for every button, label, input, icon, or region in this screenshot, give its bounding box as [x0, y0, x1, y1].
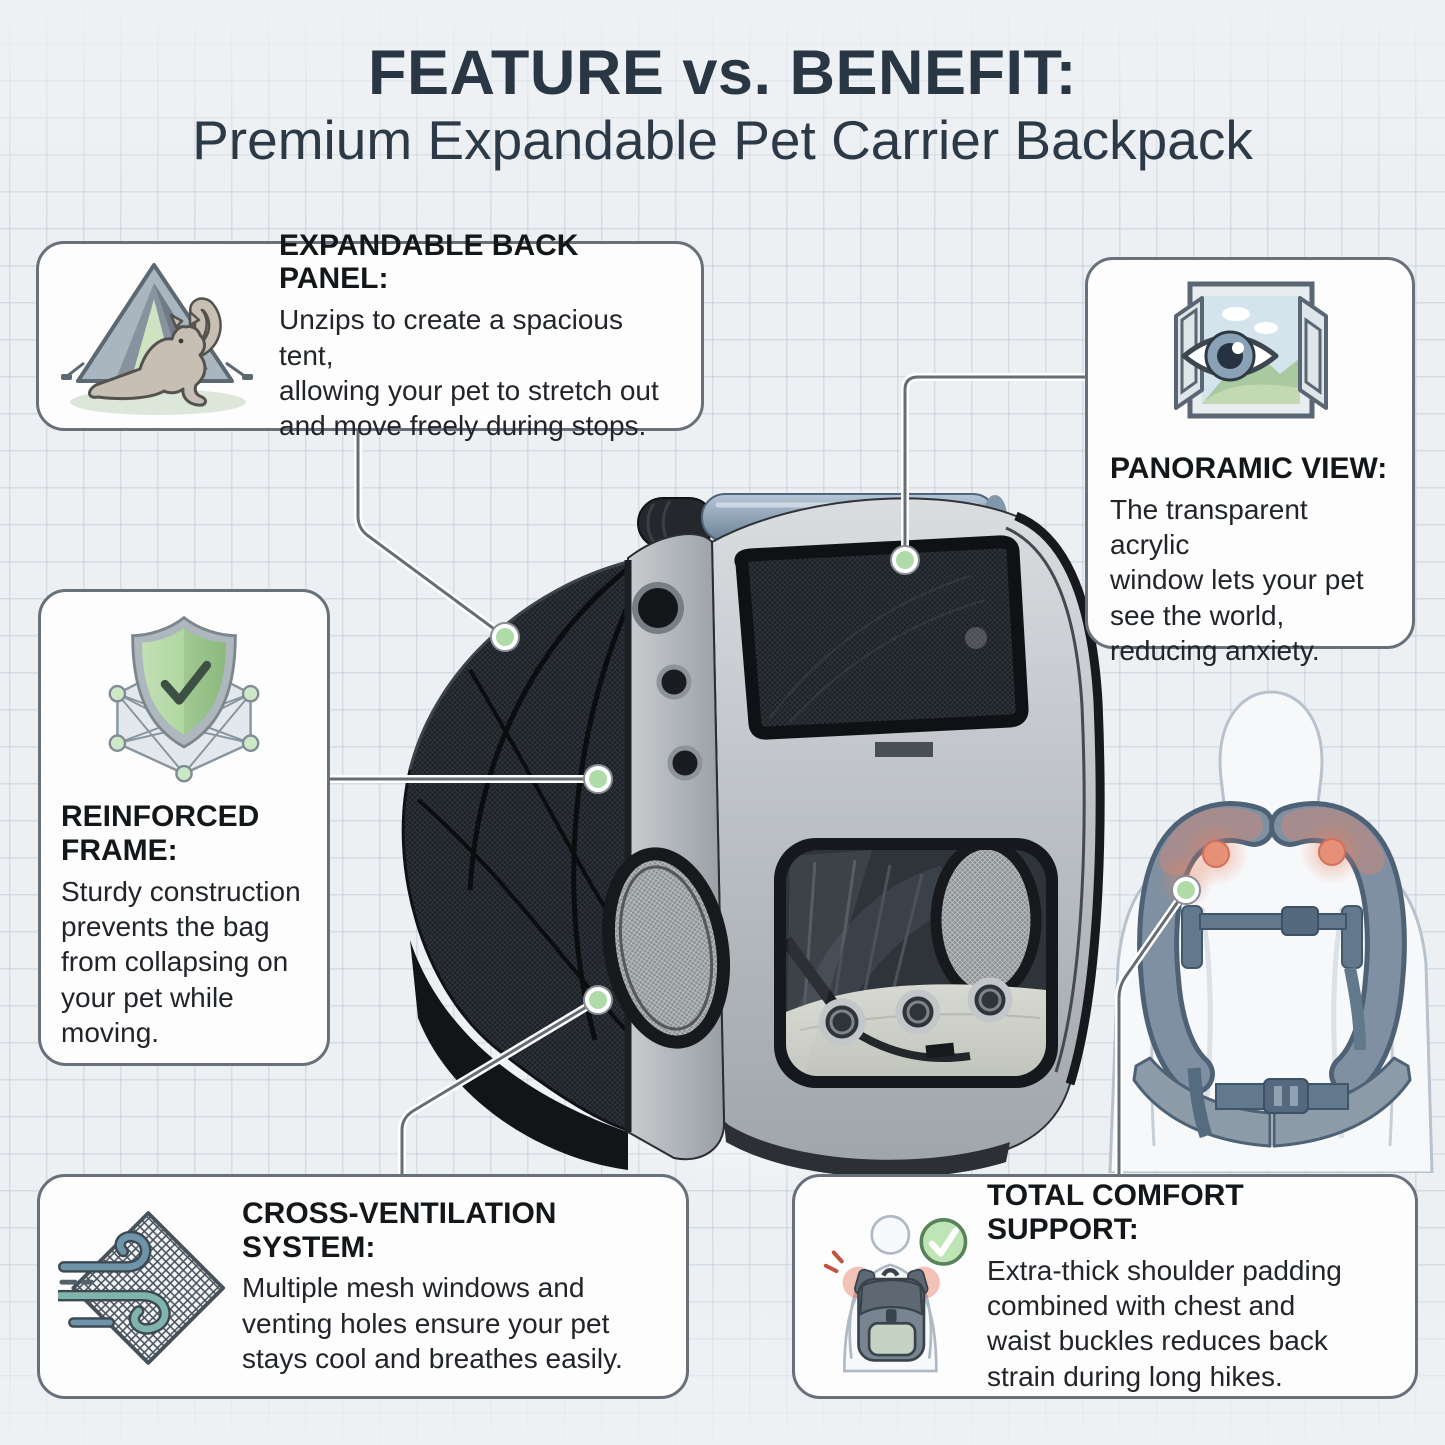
callout-cross-ventilation: CROSS-VENTILATION SYSTEM: Multiple mesh … [37, 1174, 689, 1399]
top-mesh-window [734, 535, 1029, 740]
mesh-wind-icon [58, 1210, 226, 1365]
tent-cat-icon [61, 263, 253, 415]
mesh-diamond [71, 1210, 226, 1365]
harness-person-illustration [1108, 690, 1434, 1173]
check-badge [919, 1217, 968, 1266]
callout-body: Extra-thick shoulder padding combined wi… [987, 1254, 1342, 1392]
stress-marks [823, 1250, 844, 1273]
callout-text: CROSS-VENTILATION SYSTEM: Multiple mesh … [242, 1197, 623, 1377]
page-title: FEATURE vs. BENEFIT: [368, 38, 1077, 108]
callout-body: Sturdy construction prevents the bag fro… [61, 875, 301, 1048]
callout-heading: PANORAMIC VIEW: [1110, 452, 1388, 485]
callout-expandable-back-panel: EXPANDABLE BACK PANEL: Unzips to create … [36, 229, 704, 441]
callout-text: PANORAMIC VIEW: The transparent acrylic … [1110, 452, 1390, 668]
vent-grommet [667, 745, 703, 781]
callout-reinforced-frame: REINFORCED FRAME: Sturdy construction pr… [38, 589, 330, 1066]
far-side-mesh-window [930, 850, 1042, 1002]
callout-text: TOTAL COMFORT SUPPORT: Extra-thick shoul… [987, 1179, 1401, 1394]
callout-body: Unzips to create a spacious tent, allowi… [279, 304, 659, 442]
callout-text: REINFORCED FRAME: Sturdy construction pr… [61, 800, 301, 1050]
callout-heading: CROSS-VENTILATION SYSTEM: [242, 1196, 557, 1264]
page-subtitle: Premium Expandable Pet Carrier Backpack [192, 109, 1253, 171]
callout-heading: REINFORCED FRAME: [61, 800, 260, 867]
callout-text: EXPANDABLE BACK PANEL: Unzips to create … [279, 229, 685, 444]
callout-body: Multiple mesh windows and venting holes … [242, 1272, 623, 1375]
callout-panoramic-view: PANORAMIC VIEW: The transparent acrylic … [1085, 257, 1415, 666]
vent-grommet-large [632, 582, 684, 634]
header: FEATURE vs. BENEFIT: Premium Expandable … [0, 42, 1445, 168]
velcro-tab [875, 742, 933, 757]
callout-heading: EXPANDABLE BACK PANEL: [279, 228, 579, 296]
backpack-person-icon [823, 1214, 968, 1372]
window-eye-icon [1174, 281, 1328, 419]
pet-carrier-backpack-photo [401, 493, 1110, 1190]
front-clear-window [774, 838, 1058, 1088]
callout-body: The transparent acrylic window lets your… [1110, 493, 1364, 666]
backpack [854, 1267, 929, 1362]
callout-heading: TOTAL COMFORT SUPPORT: [987, 1179, 1244, 1246]
callout-total-comfort-support: TOTAL COMFORT SUPPORT: Extra-thick shoul… [792, 1174, 1418, 1399]
vent-grommet [656, 664, 692, 700]
shield-frame-icon [108, 615, 260, 783]
expanded-tent-mesh [401, 560, 630, 1170]
